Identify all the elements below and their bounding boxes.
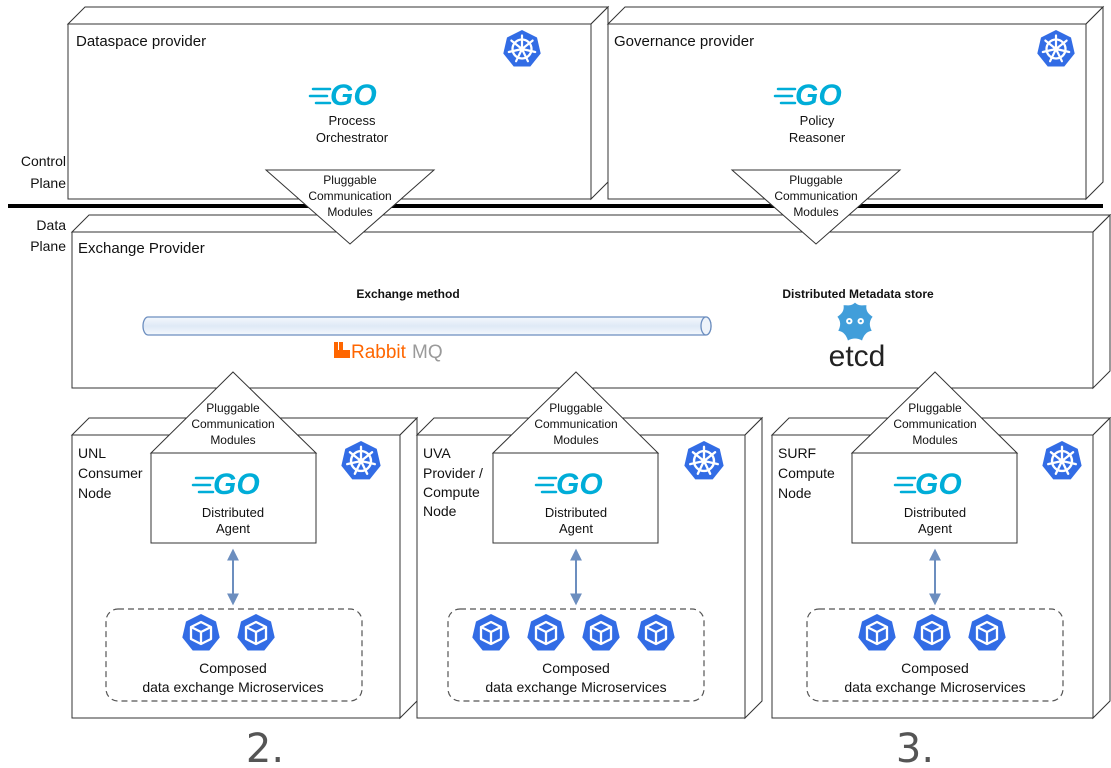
node-role-uva-line2: Compute xyxy=(423,484,480,500)
governance-provider-box xyxy=(606,5,1105,201)
pluggable-label-line3: Modules xyxy=(210,433,255,447)
go-logo-text: GO xyxy=(556,468,603,501)
go-logo-text: GO xyxy=(330,79,377,112)
pluggable-label-line1: Pluggable xyxy=(206,401,260,415)
distributed-agent-box xyxy=(851,452,1018,544)
footer-number-left: 2. xyxy=(246,726,284,768)
node-org-uva: UVA xyxy=(423,445,451,461)
exchange-provider-title: Exchange Provider xyxy=(78,240,205,257)
node-org-unl: UNL xyxy=(78,445,106,461)
distributed-agent-label-line2: Agent xyxy=(559,521,593,536)
dataspace-provider-title: Dataspace provider xyxy=(76,33,206,50)
microservices-label-line2: data exchange Microservices xyxy=(844,679,1025,695)
pluggable-label-line2: Communication xyxy=(534,417,617,431)
microservices-label-line2: data exchange Microservices xyxy=(142,679,323,695)
node-org-surf: SURF xyxy=(778,445,816,461)
pluggable-label-line2: Communication xyxy=(893,417,976,431)
control-plane-label-line1: Control xyxy=(21,153,66,169)
go-logo: GO xyxy=(773,79,842,112)
microservices-group xyxy=(806,608,1064,702)
go-logo: GO xyxy=(534,468,603,501)
go-logo-text: GO xyxy=(795,79,842,112)
go-logo: GO xyxy=(191,468,260,501)
distributed-agent-label-line1: Distributed xyxy=(904,505,966,520)
pluggable-label-line2: Communication xyxy=(308,189,391,203)
control-plane-label-line2: Plane xyxy=(30,175,66,191)
microservices-group xyxy=(105,608,363,702)
process-orchestrator-label-line1: Process xyxy=(329,113,376,128)
exchange-method-label: Exchange method xyxy=(356,287,459,301)
process-orchestrator-label-line2: Orchestrator xyxy=(316,130,389,145)
pluggable-label-line1: Pluggable xyxy=(789,173,843,187)
etcd-logo: etcd xyxy=(829,302,886,373)
microservices-label-line2: data exchange Microservices xyxy=(485,679,666,695)
go-logo: GO xyxy=(308,79,377,112)
node-role-surf-line1: Compute xyxy=(778,465,835,481)
rabbitmq-logo-suffix: MQ xyxy=(412,342,443,363)
pluggable-modules-up-unl: Pluggable Communication Modules xyxy=(149,371,318,454)
distributed-agent-label-line2: Agent xyxy=(918,521,952,536)
microservices-group xyxy=(447,608,705,702)
node-role-surf-line2: Node xyxy=(778,485,812,501)
pluggable-label-line1: Pluggable xyxy=(549,401,603,415)
go-logo: GO xyxy=(893,468,962,501)
distributed-agent-label-line2: Agent xyxy=(216,521,250,536)
pluggable-label-line1: Pluggable xyxy=(908,401,962,415)
go-logo-text: GO xyxy=(915,468,962,501)
distributed-agent-box xyxy=(492,452,659,544)
pluggable-label-line3: Modules xyxy=(327,205,372,219)
microservice-pod-group xyxy=(857,613,1007,652)
rabbitmq-logo-text: Rabbit xyxy=(351,342,407,363)
node-role-unl-line1: Consumer xyxy=(78,465,143,481)
pluggable-label-line3: Modules xyxy=(912,433,957,447)
microservices-label-line1: Composed xyxy=(199,660,267,676)
policy-reasoner-label-line1: Policy xyxy=(800,113,835,128)
distributed-metadata-store-label: Distributed Metadata store xyxy=(782,287,934,301)
distributed-agent-label-line1: Distributed xyxy=(545,505,607,520)
rabbitmq-logo: Rabbit MQ xyxy=(334,342,443,363)
etcd-logo-text: etcd xyxy=(829,340,886,373)
pluggable-modules-down-dataspace: Pluggable Communication Modules xyxy=(264,169,436,245)
pluggable-modules-up-uva: Pluggable Communication Modules xyxy=(491,371,660,454)
distributed-agent-label-line1: Distributed xyxy=(202,505,264,520)
footer-number-right: 3. xyxy=(896,726,934,768)
node-role-uva-line1: Provider / xyxy=(423,465,483,481)
pluggable-label-line3: Modules xyxy=(793,205,838,219)
go-logo-text: GO xyxy=(213,468,260,501)
pluggable-label-line2: Communication xyxy=(774,189,857,203)
data-plane-label-line1: Data xyxy=(36,217,66,233)
node-role-unl-line2: Node xyxy=(78,485,112,501)
distributed-agent-box xyxy=(150,452,317,544)
pluggable-label-line1: Pluggable xyxy=(323,173,377,187)
pluggable-label-line3: Modules xyxy=(553,433,598,447)
pluggable-modules-up-surf: Pluggable Communication Modules xyxy=(850,371,1019,454)
policy-reasoner-label-line2: Reasoner xyxy=(789,130,846,145)
exchange-provider-box xyxy=(70,213,1111,390)
microservices-label-line1: Composed xyxy=(542,660,610,676)
node-role-uva-line3: Node xyxy=(423,503,457,519)
pluggable-label-line2: Communication xyxy=(191,417,274,431)
data-plane-label-line2: Plane xyxy=(30,238,66,254)
pluggable-modules-down-governance: Pluggable Communication Modules xyxy=(730,169,902,245)
microservices-label-line1: Composed xyxy=(901,660,969,676)
governance-provider-title: Governance provider xyxy=(614,33,754,50)
message-queue-pipe xyxy=(142,316,712,336)
